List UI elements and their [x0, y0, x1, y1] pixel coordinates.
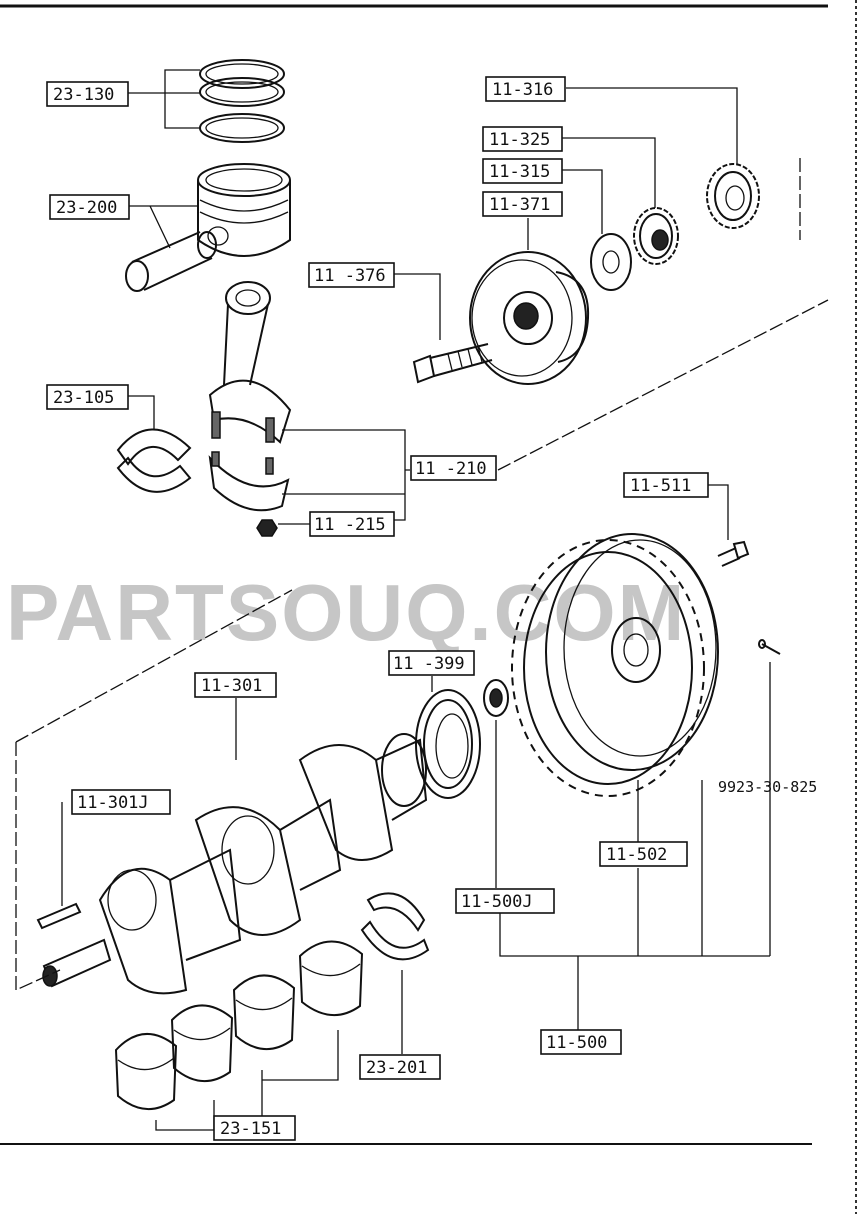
label-11-376: 11 -376: [308, 262, 395, 288]
svg-text:11-500J: 11-500J: [461, 892, 533, 912]
label-11-325: 11-325: [482, 126, 563, 152]
label-11-210: 11 -210: [410, 455, 497, 481]
thrust-washer: [360, 892, 430, 961]
leader-11-315: [562, 169, 603, 234]
label-11-316: 11-316: [485, 76, 566, 102]
flywheel-bolt: [717, 540, 750, 567]
leader-23-200: [128, 205, 198, 249]
crank-pulley: [469, 251, 590, 385]
leader-23-151: [155, 1030, 339, 1131]
lower-axis-line: [15, 589, 293, 992]
piston-rings: [199, 59, 285, 143]
leader-11-500: [499, 780, 770, 1030]
svg-text:23-201: 23-201: [366, 1058, 427, 1078]
main-bearings: [114, 940, 364, 1111]
svg-text:23-200: 23-200: [56, 198, 117, 218]
crank-key: [36, 902, 82, 930]
crankshaft: [42, 733, 428, 995]
label-23-151: 23-151: [213, 1115, 296, 1141]
svg-text:11-511: 11-511: [630, 476, 691, 496]
pilot-bearing: [483, 679, 509, 717]
connecting-rod: [208, 281, 292, 512]
label-11-371: 11-371: [482, 191, 563, 217]
washer: [590, 233, 632, 291]
leader-11-210: [282, 429, 410, 521]
svg-text:11-301J: 11-301J: [77, 793, 149, 813]
label-11-399: 11 -399: [388, 650, 475, 676]
dowel-pin: [758, 639, 781, 655]
watermark-text: PARTSOUQ.COM: [6, 568, 686, 657]
svg-text:11-325: 11-325: [489, 130, 550, 150]
label-11-502: 11-502: [599, 841, 688, 867]
label-23-201: 23-201: [359, 1054, 441, 1080]
svg-text:11-502: 11-502: [606, 845, 667, 865]
leader-11-316: [566, 87, 738, 164]
label-11-500J: 11-500J: [455, 888, 555, 914]
small-timing-gear: [633, 207, 679, 265]
oil-seal: [415, 689, 481, 799]
piston-pin: [125, 231, 217, 292]
leader-11-325: [562, 137, 656, 208]
label-11-215: 11 -215: [309, 511, 395, 537]
pulley-bolt: [412, 343, 493, 384]
label-23-130: 23-130: [46, 81, 129, 107]
rod-nut: [256, 519, 278, 537]
label-23-105: 23-105: [46, 384, 129, 410]
timing-sprocket: [706, 163, 760, 229]
svg-text:11 -210: 11 -210: [415, 459, 487, 479]
svg-text:23-130: 23-130: [53, 85, 114, 105]
leader-11-376: [394, 273, 441, 340]
pin-part-number: 9923-30-825: [718, 778, 817, 796]
label-11-511: 11-511: [623, 472, 709, 498]
piston: [197, 163, 291, 257]
leader-11-511: [708, 484, 729, 540]
label-11-315: 11-315: [482, 158, 563, 184]
label-11-301J: 11-301J: [71, 789, 171, 815]
label-23-200: 23-200: [49, 194, 130, 220]
svg-text:11 -215: 11 -215: [314, 515, 386, 535]
flywheel: [511, 533, 719, 797]
leader-23-105: [128, 395, 155, 430]
upper-axis-line: [497, 158, 829, 471]
label-11-500: 11-500: [540, 1029, 622, 1055]
svg-text:11-371: 11-371: [489, 195, 550, 215]
svg-text:11-315: 11-315: [489, 162, 550, 182]
svg-text:11-316: 11-316: [492, 80, 553, 100]
svg-text:23-105: 23-105: [53, 388, 114, 408]
svg-text:11 -376: 11 -376: [314, 266, 386, 286]
con-rod-bearing: [116, 428, 192, 493]
label-11-301: 11-301: [194, 672, 277, 698]
leader-23-130: [128, 69, 200, 129]
svg-text:11 -399: 11 -399: [393, 654, 465, 674]
svg-text:11-301: 11-301: [201, 676, 262, 696]
svg-text:11-500: 11-500: [546, 1033, 607, 1053]
svg-text:23-151: 23-151: [220, 1119, 281, 1139]
